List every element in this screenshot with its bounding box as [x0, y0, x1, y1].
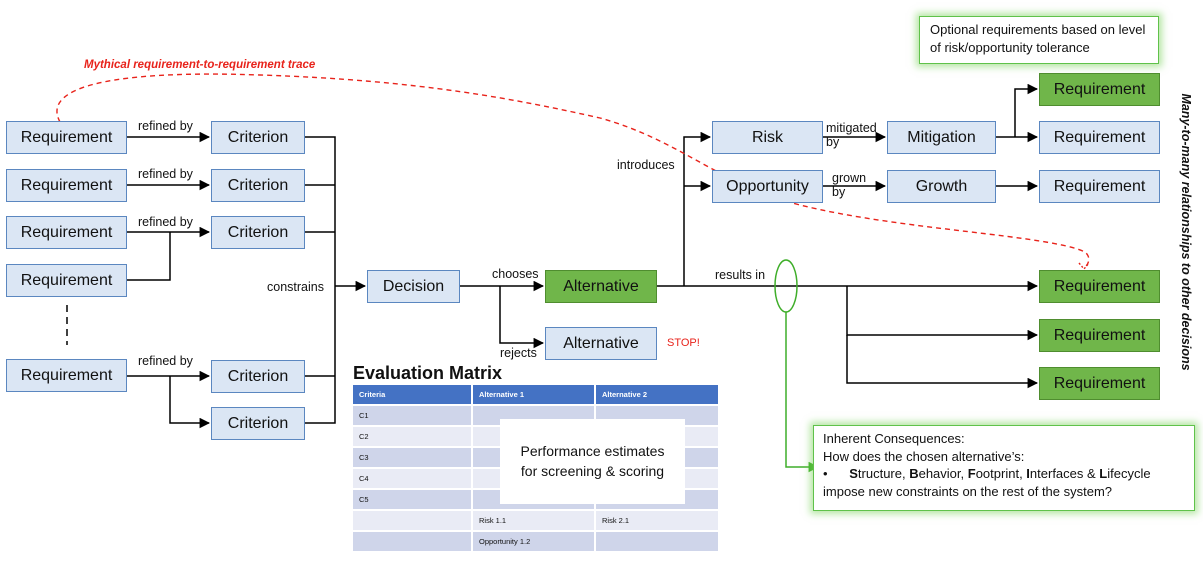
grown-by-label: grown by: [832, 171, 867, 200]
rejected-alternative-node: Alternative: [545, 327, 657, 360]
requirement-node: Requirement: [6, 121, 127, 154]
matrix-cell: [595, 530, 720, 551]
matrix-header: Criteria: [353, 385, 473, 405]
matrix-cell: Opportunity 1.2: [472, 530, 596, 551]
refined-by-label: refined by: [138, 215, 193, 229]
requirement-node: Requirement: [6, 216, 127, 249]
derived-requirement-node: Requirement: [1039, 270, 1160, 303]
matrix-cell: C2: [353, 425, 473, 447]
requirement-node: Requirement: [1039, 170, 1160, 203]
consequences-question: How does the chosen alternative’s:: [823, 448, 1025, 464]
decision-node: Decision: [367, 270, 460, 303]
performance-estimates-overlay: Performance estimates for screening & sc…: [500, 419, 685, 504]
stop-label: STOP!: [667, 337, 700, 349]
attr-rest: ifecycle: [1107, 466, 1151, 482]
introduces-label: introduces: [617, 158, 675, 172]
requirement-node: Requirement: [6, 169, 127, 202]
chosen-alternative-node: Alternative: [545, 270, 657, 303]
opportunity-node: Opportunity: [712, 170, 823, 203]
many-to-many-label: Many-to-many relationships to other deci…: [1179, 93, 1193, 371]
risk-node: Risk: [712, 121, 823, 154]
matrix-header: Alternative 2: [595, 385, 720, 405]
attr-initial: L: [1099, 466, 1108, 482]
refined-by-label: refined by: [138, 354, 193, 368]
rejects-label: rejects: [500, 346, 537, 360]
requirement-node: Requirement: [1039, 121, 1160, 154]
criterion-node: Criterion: [211, 407, 305, 440]
refined-by-label: refined by: [138, 167, 193, 181]
attr-rest: ehavior,: [918, 466, 968, 482]
attr-initial: I: [1026, 466, 1030, 482]
matrix-cell: C1: [353, 404, 473, 426]
matrix-header: Alternative 1: [472, 385, 596, 405]
chooses-label: chooses: [492, 267, 539, 281]
mythical-trace-label: Mythical requirement-to-requirement trac…: [84, 59, 316, 71]
derived-requirement-node: Requirement: [1039, 319, 1160, 352]
constrains-label: constrains: [267, 280, 324, 294]
growth-node: Growth: [887, 170, 996, 203]
refined-by-label: refined by: [138, 119, 193, 133]
matrix-cell: Risk 1.1: [472, 509, 596, 531]
attr-initial: F: [967, 466, 976, 482]
bullet: •: [823, 466, 828, 482]
matrix-title: Evaluation Matrix: [353, 363, 503, 383]
criterion-node: Criterion: [211, 216, 305, 249]
mitigation-node: Mitigation: [887, 121, 996, 154]
attr-rest: tructure,: [857, 466, 910, 482]
criterion-node: Criterion: [211, 360, 305, 393]
matrix-cell: C5: [353, 488, 473, 510]
attr-rest: ootprint,: [975, 466, 1027, 482]
derived-requirement-node: Requirement: [1039, 367, 1160, 400]
matrix-cell: [353, 530, 473, 551]
optional-requirement-node: Requirement: [1039, 73, 1160, 106]
matrix-cell: Risk 2.1: [595, 509, 720, 531]
matrix-cell: C4: [353, 467, 473, 489]
attr-rest: nterfaces &: [1029, 466, 1100, 482]
consequences-tail: impose new constraints on the rest of th…: [823, 483, 1113, 499]
criterion-node: Criterion: [211, 121, 305, 154]
matrix-cell: C3: [353, 446, 473, 468]
table-row: Opportunity 1.2: [353, 530, 720, 551]
consequences-title: Inherent Consequences:: [823, 431, 965, 446]
optional-requirements-callout: Optional requirements based on level of …: [919, 16, 1159, 64]
requirement-node: Requirement: [6, 359, 127, 392]
matrix-cell: [353, 509, 473, 531]
mitigated-by-label: mitigated by: [826, 121, 877, 150]
attr-initial: B: [909, 466, 919, 482]
attr-initial: S: [849, 466, 858, 482]
criterion-node: Criterion: [211, 169, 305, 202]
requirement-node: Requirement: [6, 264, 127, 297]
results-in-label: results in: [715, 268, 766, 282]
inherent-consequences-callout: Inherent Consequences: How does the chos…: [813, 425, 1195, 511]
consequences-attributes: • Structure, Behavior, Footprint, Interf…: [823, 465, 1185, 483]
